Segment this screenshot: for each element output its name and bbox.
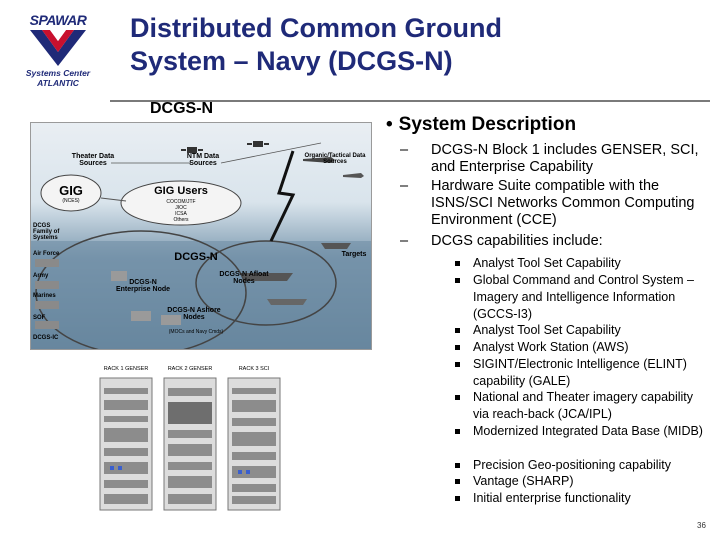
title-line-2: System – Navy (DCGS-N) (130, 46, 453, 76)
square-bullet-icon (455, 328, 460, 333)
slide-title: Distributed Common Ground System – Navy … (130, 12, 690, 78)
capability-item: National and Theater imagery capability … (455, 389, 710, 423)
logo-subtitle-2: ATLANTIC (37, 78, 79, 88)
label-dcgs-family: DCGS Family of Systems (33, 223, 60, 241)
capability-item: Analyst Tool Set Capability (455, 255, 710, 272)
capability-text: Analyst Work Station (AWS) (473, 340, 629, 354)
square-bullet-icon (455, 278, 460, 283)
heading-bullet: • (386, 114, 393, 135)
square-bullet-icon (455, 345, 460, 350)
square-bullet-icon (455, 362, 460, 367)
capability-text: Initial enterprise functionality (473, 491, 631, 505)
list-item-text: Hardware Suite compatible with the ISNS/… (431, 178, 695, 228)
label-afloat-nodes: DCGS-N Afloat Nodes (219, 271, 269, 285)
list-item-text: DCGS-N Block 1 includes GENSER, SCI, and… (431, 142, 699, 175)
label-targets: Targets (341, 251, 367, 258)
capability-item: SIGINT/Electronic Intelligence (ELINT) c… (455, 356, 710, 390)
heading-text: System Description (398, 114, 577, 135)
label-dcgs-n-core: DCGS-N (174, 251, 218, 263)
section-heading: •System Description (386, 114, 576, 136)
diagram-graphics (31, 141, 371, 349)
title-divider (110, 100, 710, 102)
capability-text: Analyst Tool Set Capability (473, 256, 621, 270)
square-bullet-icon (455, 429, 460, 434)
label-gig: GIG (59, 183, 83, 198)
hardware-racks-image: RACK 1 GENSER RACK 2 GENSER RACK 3 SCI (90, 366, 290, 512)
label-enterprise-node: DCGS-N Enterprise Node (115, 279, 171, 293)
capability-text: Global Command and Control System – Imag… (473, 273, 694, 321)
rack-3-label: RACK 3 SCI (238, 366, 270, 372)
label-air-force: Air Force (33, 251, 60, 257)
capability-item: Vantage (SHARP) (455, 473, 710, 490)
capability-item: Modernized Integrated Data Base (MIDB) (455, 423, 710, 440)
list-item-text: DCGS capabilities include: (431, 233, 603, 249)
square-bullet-icon (455, 463, 460, 468)
label-ashore-nodes: DCGS-N Ashore Nodes (167, 307, 221, 321)
label-ashore-sub: (MOCs and Navy Cmds) (168, 329, 224, 335)
capability-item: Initial enterprise functionality (455, 490, 710, 507)
capability-text: Analyst Tool Set Capability (473, 323, 621, 337)
list-item: – DCGS capabilities include: (400, 233, 710, 250)
capability-item: Analyst Tool Set Capability (455, 322, 710, 339)
square-bullet-icon (455, 479, 460, 484)
capability-text: Vantage (SHARP) (473, 474, 574, 488)
dcgs-n-architecture-diagram: Theater Data Sources NTM Data Sources Or… (30, 122, 372, 350)
rack-2-label: RACK 2 GENSER (167, 366, 213, 372)
logo-chevron-icon (30, 30, 86, 66)
label-gig-users-icsa: ICSA (175, 211, 187, 217)
label-sof: SOF (33, 315, 46, 321)
label-organic-sources: Organic/Tactical Data Sources (304, 153, 366, 165)
capability-text: National and Theater imagery capability … (473, 390, 694, 421)
square-bullet-icon (455, 261, 460, 266)
capability-item: Precision Geo-positioning capability (455, 457, 710, 474)
label-marines: Marines (33, 293, 56, 299)
spawar-logo: SPAWAR Systems Center ATLANTIC (12, 8, 104, 100)
logo-subtitle-1: Systems Center (25, 68, 91, 78)
list-item: – Hardware Suite compatible with the ISN… (400, 178, 710, 229)
dash-bullet: – (400, 142, 409, 158)
label-gig-users-others: Others (173, 217, 189, 223)
title-line-1: Distributed Common Ground (130, 13, 502, 43)
label-gig-sub: (NCES) (62, 198, 80, 204)
square-bullet-icon (455, 496, 460, 501)
label-theater-sources: Theater Data Sources (71, 153, 115, 167)
capability-item: Analyst Work Station (AWS) (455, 339, 710, 356)
label-gig-users: GIG Users (154, 185, 208, 197)
dash-bullet: – (400, 178, 409, 194)
logo-brand: SPAWAR (29, 12, 87, 28)
dash-bullet: – (400, 233, 409, 249)
capability-text: SIGINT/Electronic Intelligence (ELINT) c… (473, 357, 687, 388)
label-gig-users-cocom: COCOM/JTF (166, 199, 196, 205)
square-bullet-icon (455, 395, 460, 400)
capability-text: Precision Geo-positioning capability (473, 458, 672, 472)
racks-graphics (99, 377, 281, 511)
label-army: Army (33, 273, 49, 279)
label-gig-users-jioc: JIOC (175, 205, 187, 211)
list-item: – DCGS-N Block 1 includes GENSER, SCI, a… (400, 142, 710, 176)
page-number: 36 (697, 521, 706, 530)
rack-1-label: RACK 1 GENSER (103, 366, 149, 372)
figure-label: DCGS-N (150, 100, 214, 117)
capability-text: Modernized Integrated Data Base (MIDB) (473, 424, 703, 438)
label-ntm-sources: NTM Data Sources (186, 153, 220, 167)
label-dcgs-ic: DCGS-IC (33, 335, 59, 341)
capability-item: Global Command and Control System – Imag… (455, 272, 710, 322)
